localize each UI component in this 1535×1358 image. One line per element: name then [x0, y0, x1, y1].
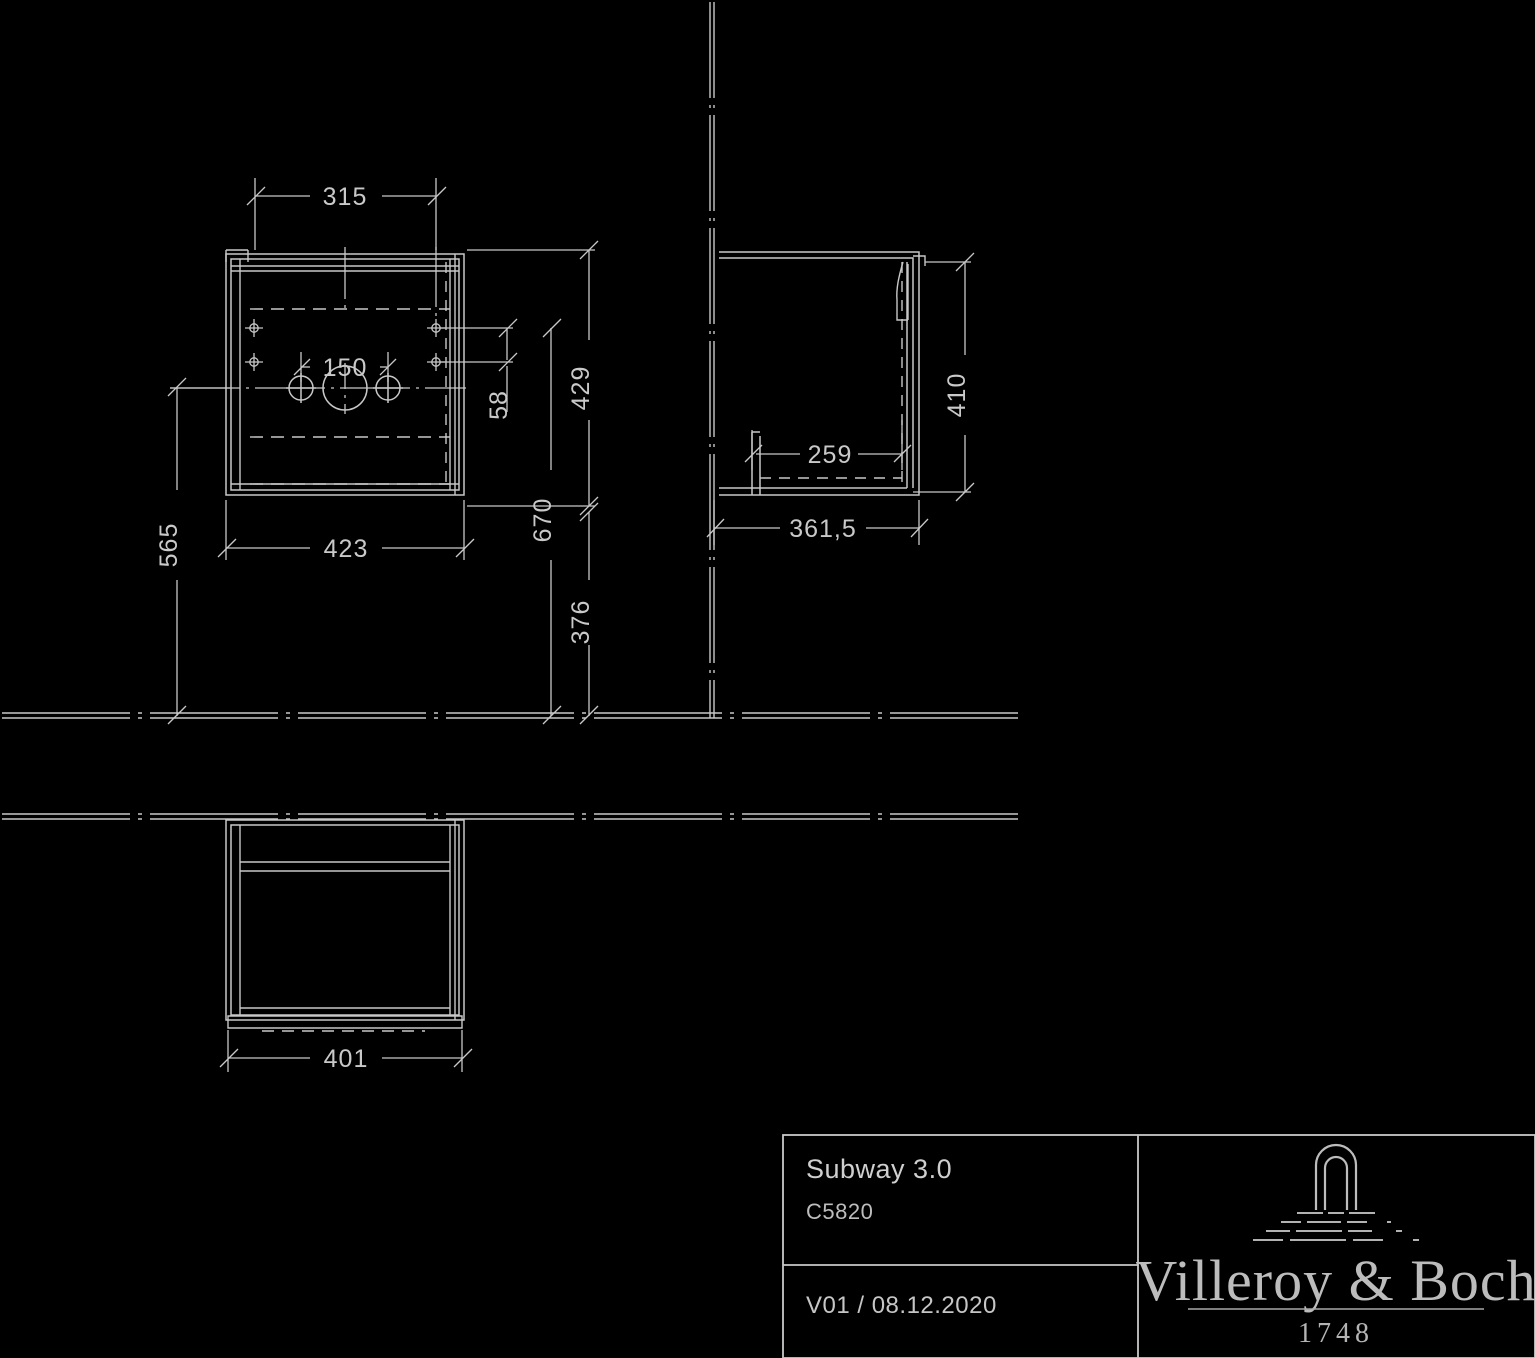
plan-view — [225, 819, 465, 1032]
dimension-58: 58 — [440, 318, 518, 420]
dimension-423: 423 — [217, 500, 475, 563]
tap-hole-center — [322, 365, 368, 411]
side-view-siphon-detail — [896, 261, 909, 321]
plan-view-base-skirt — [227, 1015, 463, 1029]
dimension-410-label: 410 — [943, 373, 971, 418]
fixing-point-bottom-left — [245, 353, 263, 371]
dimension-670: 670 — [529, 318, 562, 725]
logo-wordmark: Villeroy & Boch — [1135, 1248, 1535, 1313]
dimension-315-label: 315 — [323, 183, 368, 211]
dimension-361-5: 361,5 — [706, 500, 929, 545]
side-view-dimensions: 410 259 361,5 — [706, 252, 975, 545]
floor-reference-line-lower — [2, 813, 1026, 820]
title-block: Subway 3.0 C5820 V01 / 08.12.2020 Viller… — [782, 1134, 1535, 1358]
dimension-401-label: 401 — [324, 1045, 369, 1073]
fixing-point-marks — [245, 319, 445, 371]
front-view-hidden-edges — [250, 308, 450, 485]
reference-lines — [2, 2, 1026, 820]
dimension-376-label: 376 — [567, 600, 595, 645]
dimension-429: 429 — [467, 240, 599, 516]
fixing-point-top-left — [245, 319, 263, 337]
vertical-centerline-side — [709, 2, 715, 718]
dimension-259-label: 259 — [808, 441, 853, 469]
plan-view-side-panels — [239, 820, 456, 1020]
dimension-315: 315 — [246, 178, 447, 250]
dimension-429-label: 429 — [567, 366, 595, 411]
floor-reference-line-upper — [2, 712, 1026, 719]
plan-view-top-rail — [240, 861, 450, 872]
plan-view-dimensions: 401 — [219, 1030, 473, 1073]
dimension-565-label: 565 — [155, 523, 183, 568]
villeroy-boch-logo: Villeroy & Boch 1748 — [1135, 1143, 1535, 1349]
dimension-150-label: 150 — [323, 354, 368, 382]
dimension-150: 150 — [293, 352, 397, 382]
title-block-article-number: C5820 — [806, 1199, 873, 1224]
dimension-423-label: 423 — [324, 535, 369, 563]
front-view-corner-bracket — [225, 249, 249, 262]
dimension-410: 410 — [913, 252, 975, 502]
dimension-670-label: 670 — [529, 498, 557, 543]
logo-year: 1748 — [1298, 1318, 1374, 1349]
front-view-right-panel — [449, 254, 456, 495]
fountain-ripples-icon — [1253, 1212, 1419, 1241]
plan-view-outline — [225, 819, 465, 1021]
title-block-frame — [782, 1134, 1535, 1358]
dimension-376: 376 — [567, 502, 599, 725]
dimension-361-5-label: 361,5 — [789, 515, 857, 543]
dimension-565: 565 — [155, 377, 230, 725]
dimension-259: 259 — [744, 420, 912, 470]
dimension-58-label: 58 — [485, 390, 513, 420]
title-block-product-name: Subway 3.0 — [806, 1154, 952, 1184]
front-view-dimensions: 315 150 423 565 — [155, 178, 599, 725]
side-view-corner-bracket — [913, 255, 926, 266]
side-view-wall-bracket — [751, 431, 761, 495]
title-block-revision: V01 / 08.12.2020 — [806, 1292, 997, 1319]
side-view-hidden-edges — [760, 262, 903, 488]
dimension-401: 401 — [219, 1030, 473, 1073]
side-view-carcase-outline — [719, 251, 920, 496]
front-view — [170, 247, 466, 496]
arch-fountain-icon — [1314, 1143, 1358, 1210]
